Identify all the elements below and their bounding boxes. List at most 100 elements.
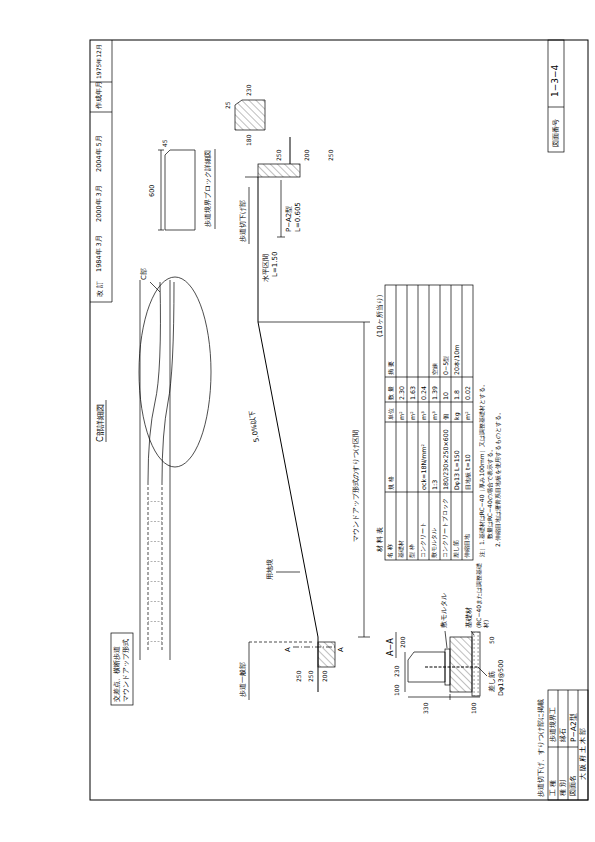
drawing-line (90, 112, 112, 113)
drawing-label: A (337, 647, 345, 652)
drawing-label: マウンドアップ形式のすりつけ区間 (352, 430, 360, 542)
drawing-line (140, 280, 141, 660)
drawing-label: 目地板 t=10 (464, 454, 471, 490)
drawing-label: 10 (442, 392, 449, 400)
drawing-label: 200 (304, 150, 311, 161)
drawing-label: P−A2型 (570, 713, 579, 742)
drawing-label: 100 (394, 685, 401, 696)
drawing-label: 単位 (387, 408, 394, 420)
drawing-label: 歩道切下げ、すりつけ部に掲載 (538, 699, 545, 797)
drawing-rect (258, 164, 300, 177)
drawing-line (364, 322, 365, 637)
drawing-label: kg (453, 412, 460, 420)
drawing-label: 200 (400, 637, 407, 648)
drawing-label: 水平区間 (262, 254, 270, 282)
drawing-label: 2.伸縮目地は瀝青系目地板を使用するものとする。 (495, 409, 502, 547)
drawing-label: 250 (328, 150, 335, 161)
drawing-label: 摘 要 (387, 361, 394, 375)
drawing-polygon (165, 150, 195, 230)
drawing-line (440, 285, 441, 560)
drawing-label: 100 (471, 703, 478, 714)
drawing-rect (148, 482, 162, 650)
drawing-label: 型 枠 (409, 544, 416, 558)
drawing-line (408, 697, 480, 698)
drawing-line (405, 652, 406, 692)
drawing-g (90, 40, 588, 800)
drawing-label: 25 (225, 101, 232, 109)
drawing-label: L=0.605 (294, 202, 302, 232)
drawing-label: 名 称 (387, 544, 394, 558)
drawing-label: 歩道境界工 (550, 707, 557, 742)
drawing-line (258, 322, 318, 637)
drawing-label: 大 阪 府 土 木 部 (580, 728, 587, 780)
drawing-label: 1984年 3月 (96, 235, 103, 272)
drawing-line (548, 747, 578, 748)
drawing-line (161, 150, 162, 230)
drawing-label: m³ (431, 411, 438, 420)
drawing-label: 工 種 (550, 780, 557, 796)
drawing-line (450, 694, 451, 700)
drawing-rect (548, 40, 564, 152)
drawing-label: 図面名 (570, 775, 577, 796)
drawing-label: 45 (162, 139, 169, 147)
drawing-label: σck=18N/mm² (420, 444, 427, 490)
drawing-line (276, 572, 300, 573)
drawing-label: 0.24 (420, 386, 427, 400)
drawing-label: 歩道一般部 (239, 662, 247, 697)
drawing-line (249, 642, 312, 643)
drawing-label: 図面番号 (552, 119, 560, 147)
drawing-line (281, 180, 282, 237)
drawing-label: 250 (296, 671, 303, 682)
drawing-line (249, 642, 250, 700)
drawing-ellipse (139, 277, 211, 467)
drawing-line (90, 302, 112, 303)
drawing-label: 1:3 (431, 480, 438, 490)
drawing-label: L=1.50 (271, 252, 279, 277)
drawing-label: 歩道境界ブロック詳細図 (204, 150, 212, 227)
drawing-label: Dφ13@500 (498, 660, 505, 696)
drawing-label: m² (464, 411, 471, 420)
drawing-line (548, 107, 564, 108)
drawing-label: 1.63 (409, 386, 416, 400)
drawing-label: 50 (489, 636, 496, 644)
drawing-label: 数 量 (387, 386, 394, 400)
drawing-line (451, 285, 452, 560)
drawing-label: 200 (322, 671, 329, 682)
drawing-rect (472, 632, 480, 696)
drawing-line (471, 631, 474, 635)
drawing-polygon (235, 100, 265, 130)
drawing-label: (RC−40または調整基礎材) (476, 562, 490, 628)
drawing-label: 0−5型 (442, 356, 449, 375)
drawing-line (478, 667, 487, 676)
drawing-line (293, 647, 336, 648)
drawing-label: 1.39 (431, 386, 438, 400)
drawing-label: A (284, 647, 292, 652)
drawing-label: 230 (246, 85, 253, 96)
drawing-line (418, 285, 419, 560)
drawing-label: マウンドアップ形式 (122, 639, 130, 702)
drawing-path (162, 282, 174, 482)
drawing-line (150, 282, 160, 292)
drawing-label: 注）1.基礎材はRC−40（厚み100mm）又は調整基礎材とする。 (479, 381, 486, 557)
drawing-line (215, 149, 216, 229)
drawing-rect (450, 637, 472, 692)
drawing-label: 20本/10m (453, 345, 460, 375)
drawing-label: 2.30 (398, 386, 405, 400)
drawing-line (358, 637, 370, 638)
drawing-label: 伸縮目地 (464, 534, 471, 558)
drawing-line (462, 285, 463, 560)
drawing-label: 縁石 (560, 728, 567, 742)
drawing-label: (10ヶ所当り) (376, 295, 384, 337)
drawing-label: 180 (246, 135, 253, 146)
drawing-label: 230 (394, 666, 401, 677)
drawing-label: コンクリート (420, 522, 427, 558)
drawing-line (249, 187, 250, 244)
drawing-label: m² (398, 411, 405, 420)
drawing-label: 作成年月 (96, 81, 103, 109)
drawing-label: 改 訂 (96, 281, 104, 297)
drawing-line (429, 285, 430, 560)
drawing-label: C部詳細図 (96, 404, 105, 442)
drawing-line (290, 137, 291, 164)
drawing-label: 1−3−4 (550, 65, 560, 97)
